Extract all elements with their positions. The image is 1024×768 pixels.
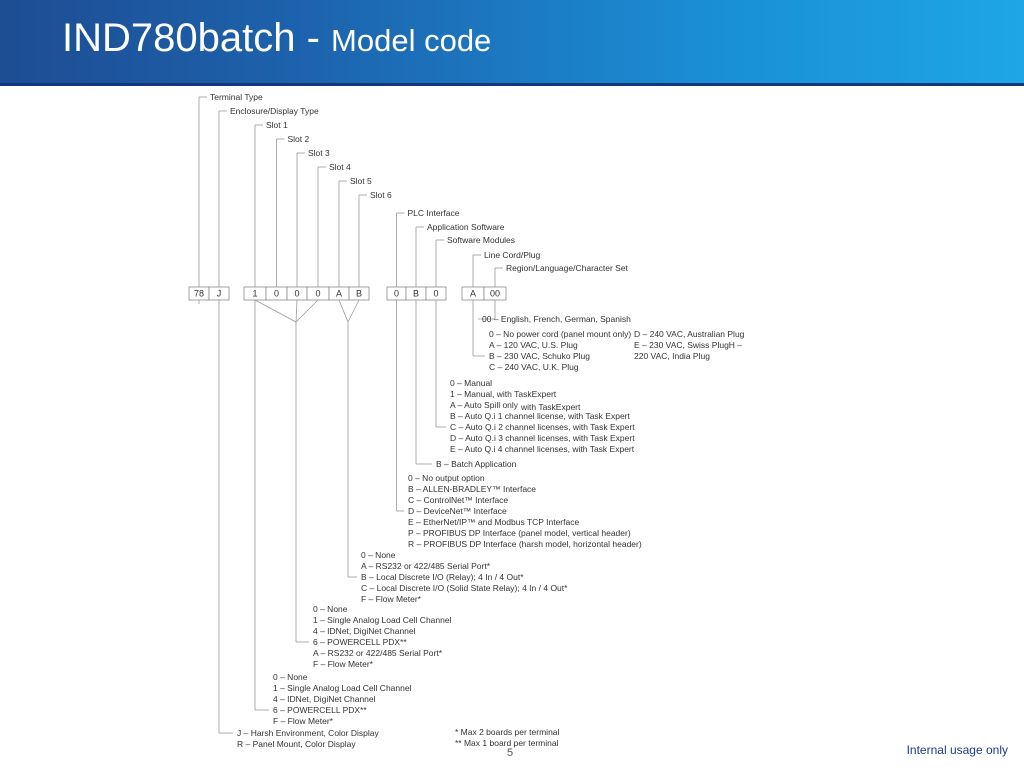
slot-5-6-option-item: F – Flow Meter* (361, 594, 422, 604)
slot-2-4-option-item: 4 – IDNet, DigiNet Channel (313, 626, 416, 636)
enclosure-option-item: J – Harsh Environment, Color Display (237, 728, 379, 738)
title-bar: IND780batch - Model code (0, 0, 1024, 86)
footnote: ** Max 1 board per terminal (455, 738, 559, 748)
plc-interface-option-item: R – PROFIBUS DP Interface (harsh model, … (408, 539, 642, 549)
header-plc-interface: PLC Interface (408, 208, 460, 218)
slide-title-main: IND780batch - (62, 16, 332, 60)
slot-group-bracket (295, 299, 298, 323)
page-number: 5 (507, 748, 514, 758)
slot-5-6-option-item: 0 – None (361, 550, 396, 560)
slot-6-box-value: B (356, 289, 362, 299)
software-modules-box-value: 0 (433, 289, 438, 299)
slot-1-option-item: 0 – None (273, 672, 308, 682)
terminal-type-box-value: 78 (194, 289, 204, 299)
header-line-cord: Line Cord/Plug (484, 250, 541, 260)
enclosure-box (208, 286, 230, 301)
slot-5-box-value: A (336, 289, 342, 299)
application-software-box-value: B (413, 289, 419, 299)
slot-1-box-value: 1 (252, 289, 257, 299)
application-software-option-item: B – Batch Application (436, 459, 517, 469)
plc-interface-option-item: C – ControlNet™ Interface (408, 495, 508, 505)
line-cord-option-item: A – 120 VAC, U.S. Plug (489, 340, 578, 350)
slot-group-bracket (347, 299, 360, 323)
slot-1-option-item: 4 – IDNet, DigiNet Channel (273, 694, 376, 704)
header-slot-4: Slot 4 (329, 162, 351, 172)
line-cord-option-item: D – 240 VAC, Australian Plug (634, 329, 745, 339)
software-module-note: with TaskExpert (520, 402, 581, 412)
slide-title-sub: Model code (331, 23, 492, 58)
footnote: * Max 2 boards per terminal (455, 727, 560, 737)
slot-2-4-option-item: F – Flow Meter* (313, 659, 374, 669)
header-slot-3: Slot 3 (308, 148, 330, 158)
software-modules-box (425, 286, 447, 301)
software-module-option-item: A – Auto Spill only (450, 400, 519, 410)
enclosure-option-item: R – Panel Mount, Color Display (237, 739, 356, 749)
slot-6-box (348, 286, 370, 301)
plc-interface-option-item: E – EtherNet/IP™ and Modbus TCP Interfac… (408, 517, 579, 527)
slot-5-6-option-item: A – RS232 or 422/485 Serial Port* (361, 561, 491, 571)
region-option-item: 00 – English, French, German, Spanish (482, 314, 631, 324)
software-module-option-item: C – Auto Q.i 2 channel licenses, with Ta… (450, 422, 635, 432)
line-cord-box-value: A (470, 289, 476, 299)
slot-group-bracket (254, 299, 297, 323)
slot-5-6-option-item: C – Local Discrete I/O (Solid State Rela… (361, 583, 568, 593)
software-module-option-item: D – Auto Q.i 3 channel licenses, with Ta… (450, 433, 635, 443)
header-slot-2: Slot 2 (288, 134, 310, 144)
slot-2-box-value: 0 (274, 289, 279, 299)
slot-1-option-item: 6 – POWERCELL PDX** (273, 705, 367, 715)
plc-interface-box-value: 0 (394, 289, 399, 299)
title-bar-accent (0, 83, 1024, 86)
slot-1-option-item: 1 – Single Analog Load Cell Channel (273, 683, 412, 693)
header-enclosure: Enclosure/Display Type (230, 106, 319, 116)
header-slot-1: Slot 1 (266, 120, 288, 130)
slot-2-4-option-item: 1 – Single Analog Load Cell Channel (313, 615, 452, 625)
software-module-option-item: E – Auto Q.i 4 channel licenses, with Ta… (450, 444, 635, 454)
plc-interface-option-item: B – ALLEN-BRADLEY™ Interface (408, 484, 536, 494)
software-module-option-item: B – Auto Q.i 1 channel license, with Tas… (450, 411, 630, 421)
connector-lines (198, 96, 503, 734)
header-slot-6: Slot 6 (370, 190, 392, 200)
header-software-modules: Software Modules (447, 235, 515, 245)
header-region: Region/Language/Character Set (506, 263, 629, 273)
slot-2-4-option-item: A – RS232 or 422/485 Serial Port* (313, 648, 443, 658)
software-module-option-item: 0 – Manual (450, 378, 492, 388)
line-cord-option-item: 220 VAC, India Plug (634, 351, 710, 361)
slot-group-bracket (338, 299, 349, 323)
enclosure-box-value: J (217, 289, 222, 299)
plc-interface-option-item: 0 – No output option (408, 473, 485, 483)
software-module-option-item: 1 – Manual, with TaskExpert (450, 389, 557, 399)
line-cord-option-item: 0 – No power cord (panel mount only) (489, 329, 631, 339)
slot-4-box-value: 0 (315, 289, 320, 299)
header-application-software: Application Software (427, 222, 505, 232)
line-cord-option-item: C – 240 VAC, U.K. Plug (489, 362, 579, 372)
slot-5-6-option-item: B – Local Discrete I/O (Relay); 4 In / 4… (361, 572, 524, 582)
header-slot-5: Slot 5 (350, 176, 372, 186)
footer-text: Internal usage only (906, 743, 1008, 757)
slide-title: IND780batch - Model code (62, 18, 491, 58)
slot-3-box-value: 0 (294, 289, 299, 299)
plc-interface-option-item: D – DeviceNet™ Interface (408, 506, 507, 516)
line-cord-option-item: E – 230 VAC, Swiss PlugH – (634, 340, 742, 350)
line-cord-option-item: B – 230 VAC, Schuko Plug (489, 351, 590, 361)
slot-1-option-item: F – Flow Meter* (273, 716, 334, 726)
region-box-value: 00 (490, 289, 500, 299)
slot-2-4-option-item: 0 – None (313, 604, 348, 614)
slot-2-4-option-item: 6 – POWERCELL PDX** (313, 637, 407, 647)
plc-interface-option-item: P – PROFIBUS DP Interface (panel model, … (408, 528, 631, 538)
header-terminal-type: Terminal Type (210, 92, 263, 102)
slot-group-bracket (295, 299, 319, 323)
region-box (483, 286, 507, 301)
